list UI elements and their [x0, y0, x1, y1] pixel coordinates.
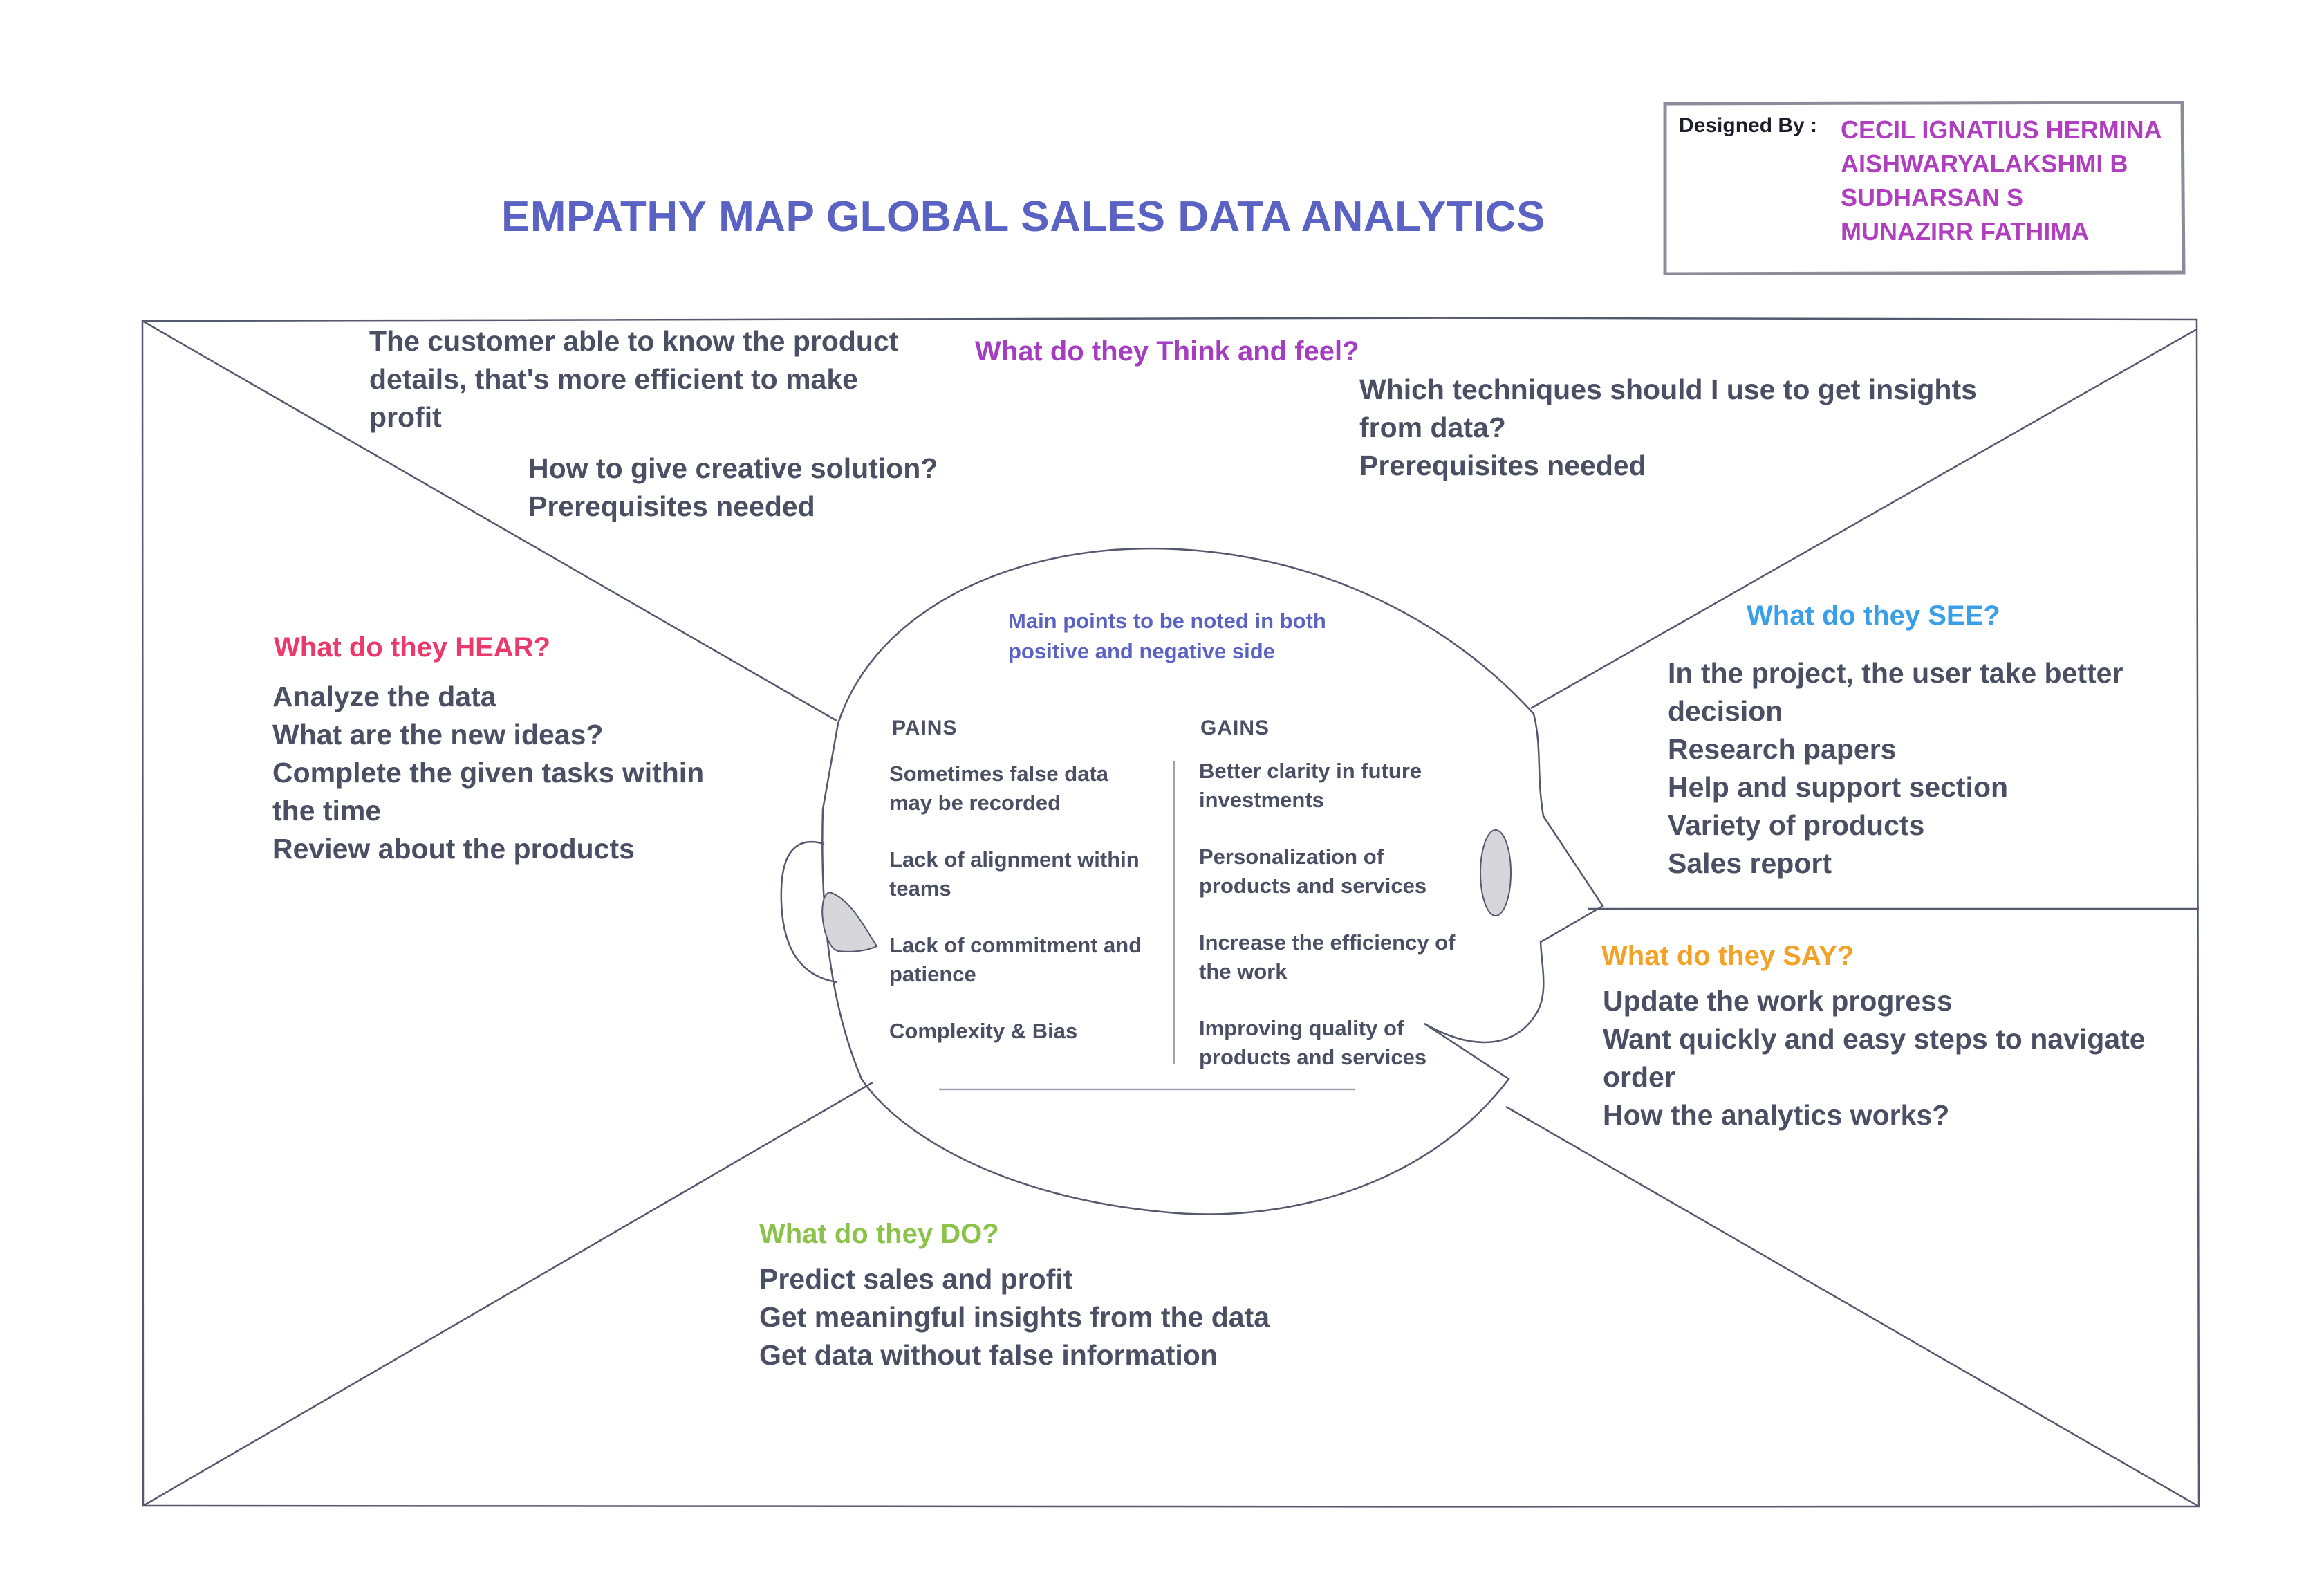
gain-item-line: Improving quality of: [1199, 1016, 1404, 1040]
team-names: CECIL IGNATIUS HERMINA AISHWARYALAKSHMI …: [1841, 113, 2162, 248]
see-item: Research papers: [1668, 733, 1897, 765]
do-title: What do they DO?: [759, 1219, 999, 1249]
gain-item: Increase the efficiency of the work: [1199, 928, 1455, 986]
eye: [1480, 829, 1512, 916]
pain-item: Complexity & Bias: [889, 1017, 1077, 1046]
see-item: In the project, the user take better: [1668, 657, 2123, 689]
pains-label: PAINS: [892, 717, 958, 739]
say-item: Want quickly and easy steps to navigate: [1603, 1023, 2146, 1055]
gain-item-line: the work: [1199, 959, 1288, 984]
gain-item: Improving quality of products and servic…: [1199, 1014, 1426, 1072]
diagonal-bottom-left: [142, 1081, 873, 1507]
note-line: details, that's more efficient to make: [369, 363, 858, 395]
note-line: Prerequisites needed: [528, 490, 815, 522]
say-item: Update the work progress: [1603, 985, 1953, 1017]
see-item: Help and support section: [1668, 771, 2009, 803]
head-heading-line: positive and negative side: [1008, 639, 1275, 663]
pain-item: Lack of alignment within teams: [889, 845, 1140, 903]
hear-title: What do they HEAR?: [274, 632, 550, 663]
hear-item: Complete the given tasks within: [272, 757, 705, 788]
hear-list: Analyze the data What are the new ideas?…: [272, 678, 704, 868]
diagonal-top-right: [1530, 328, 2197, 710]
head-outline: [821, 547, 1604, 1215]
hear-item: Analyze the data: [272, 681, 496, 712]
pain-item-line: Lack of alignment within: [889, 847, 1140, 872]
hear-item: Review about the products: [272, 833, 635, 865]
gain-item: Better clarity in future investments: [1199, 757, 1422, 815]
head-heading: Main points to be noted in both positive…: [1008, 606, 1326, 667]
see-item: Variety of products: [1668, 809, 1925, 841]
note-line: How to give creative solution?: [528, 452, 938, 484]
team-member-name: SUDHARSAN S: [1841, 183, 2024, 212]
see-item: Sales report: [1668, 847, 1832, 879]
note-line: Which techniques should I use to get ins…: [1359, 374, 1977, 405]
pain-item-line: teams: [889, 876, 951, 901]
gain-item-line: products and services: [1199, 874, 1427, 898]
pain-item-line: patience: [889, 962, 976, 986]
see-item: decision: [1668, 695, 1783, 727]
diagonal-top-left: [142, 320, 837, 722]
note-line: profit: [369, 401, 442, 433]
designed-by-box: [1663, 101, 2186, 275]
ear-outline: [780, 840, 837, 984]
gains-label: GAINS: [1200, 717, 1270, 739]
pain-item-line: Sometimes false data: [889, 762, 1109, 786]
pain-item-line: may be recorded: [889, 791, 1061, 815]
team-member-name: MUNAZIRR FATHIMA: [1841, 217, 2090, 246]
say-title: What do they SAY?: [1601, 941, 1854, 971]
note-line: The customer able to know the product: [369, 325, 899, 357]
hear-item: What are the new ideas?: [272, 719, 604, 750]
think-feel-title: What do they Think and feel?: [975, 336, 1359, 367]
hear-item: the time: [272, 795, 382, 827]
think-feel-note-3: Which techniques should I use to get ins…: [1359, 371, 1977, 485]
gain-item-line: investments: [1199, 788, 1324, 812]
team-member-name: AISHWARYALAKSHMI B: [1841, 149, 2128, 178]
pain-item-line: Lack of commitment and: [889, 933, 1142, 957]
ear-inner: [821, 891, 878, 952]
gain-item-line: products and services: [1199, 1045, 1427, 1069]
think-feel-note-1: The customer able to know the product de…: [369, 322, 898, 436]
gain-item-line: Personalization of: [1199, 845, 1384, 869]
pain-item: Sometimes false data may be recorded: [889, 759, 1108, 818]
note-line: Prerequisites needed: [1359, 450, 1646, 481]
do-item: Predict sales and profit: [759, 1263, 1073, 1295]
team-member-name: CECIL IGNATIUS HERMINA: [1841, 116, 2162, 144]
pain-item-line: Complexity & Bias: [889, 1019, 1078, 1043]
gain-item: Personalization of products and services: [1199, 842, 1426, 901]
say-item: How the analytics works?: [1603, 1099, 1950, 1131]
think-feel-note-2: How to give creative solution? Prerequis…: [528, 450, 938, 526]
say-item: order: [1603, 1061, 1675, 1093]
see-list: In the project, the user take better dec…: [1668, 654, 2123, 883]
gain-item-line: Increase the efficiency of: [1199, 930, 1456, 954]
say-list: Update the work progress Want quickly an…: [1603, 982, 2146, 1134]
do-item: Get meaningful insights from the data: [759, 1301, 1270, 1333]
note-line: from data?: [1359, 412, 1506, 443]
diagonal-bottom-right: [1505, 1105, 2200, 1508]
do-item: Get data without false information: [759, 1339, 1218, 1371]
page-title: EMPATHY MAP GLOBAL SALES DATA ANALYTICS: [501, 193, 1545, 241]
gain-item-line: Better clarity in future: [1199, 759, 1422, 783]
do-list: Predict sales and profit Get meaningful …: [759, 1260, 1270, 1374]
head-heading-line: Main points to be noted in both: [1008, 609, 1326, 633]
see-title: What do they SEE?: [1747, 600, 2000, 631]
designed-by-label: Designed By :: [1679, 114, 1818, 137]
pain-item: Lack of commitment and patience: [889, 931, 1142, 989]
